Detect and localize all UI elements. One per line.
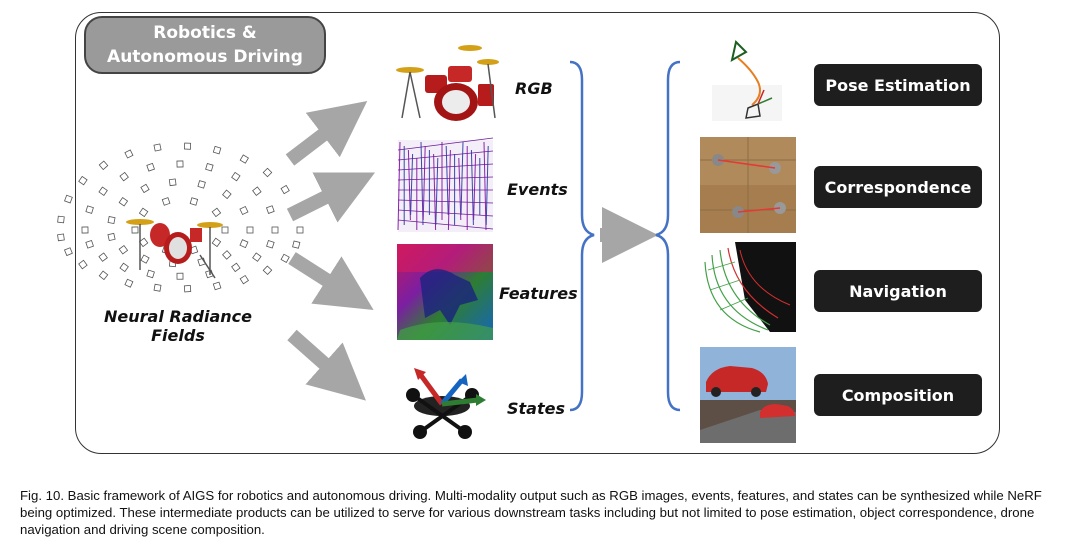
modality-label-states: States — [507, 399, 565, 418]
nerf-label: Neural Radiance Fields — [104, 307, 252, 345]
title-pill: Robotics & Autonomous Driving — [84, 16, 326, 74]
arrow-to-features — [288, 252, 374, 311]
task-pose-estimation: Pose Estimation — [814, 64, 982, 106]
task-navigation: Navigation — [814, 270, 982, 312]
correspondence-image — [700, 137, 796, 233]
task-label-correspondence: Correspondence — [824, 177, 972, 197]
task-label-composition: Composition — [841, 385, 955, 405]
modality-label-events: Events — [507, 180, 568, 199]
arrow-to-rgb — [285, 101, 368, 166]
car-composition-image — [700, 347, 796, 443]
arrow-to-states — [287, 329, 366, 401]
task-label-pose-estimation: Pose Estimation — [825, 75, 971, 95]
event-camera-image — [397, 137, 494, 232]
feature-map-image — [397, 244, 493, 340]
modality-label-rgb: RGB — [515, 79, 553, 98]
figure-caption: Fig. 10. Basic framework of AIGS for rob… — [20, 488, 1042, 537]
arrow-to-events — [286, 172, 376, 223]
task-label-navigation: Navigation — [849, 281, 947, 301]
right-brace — [569, 60, 595, 412]
drone-state-image — [406, 368, 486, 439]
drum-kit-image — [396, 45, 499, 121]
left-brace — [655, 60, 681, 412]
nerf-drum-kit-icon — [126, 219, 223, 279]
title-text: Robotics & Autonomous Driving — [107, 23, 303, 67]
modality-label-features: Features — [499, 284, 578, 303]
task-correspondence: Correspondence — [814, 166, 982, 208]
navigation-mesh-image — [700, 242, 796, 333]
camera-trajectory-image — [712, 40, 782, 121]
camera-dome-icon — [57, 142, 304, 293]
task-composition: Composition — [814, 374, 982, 416]
